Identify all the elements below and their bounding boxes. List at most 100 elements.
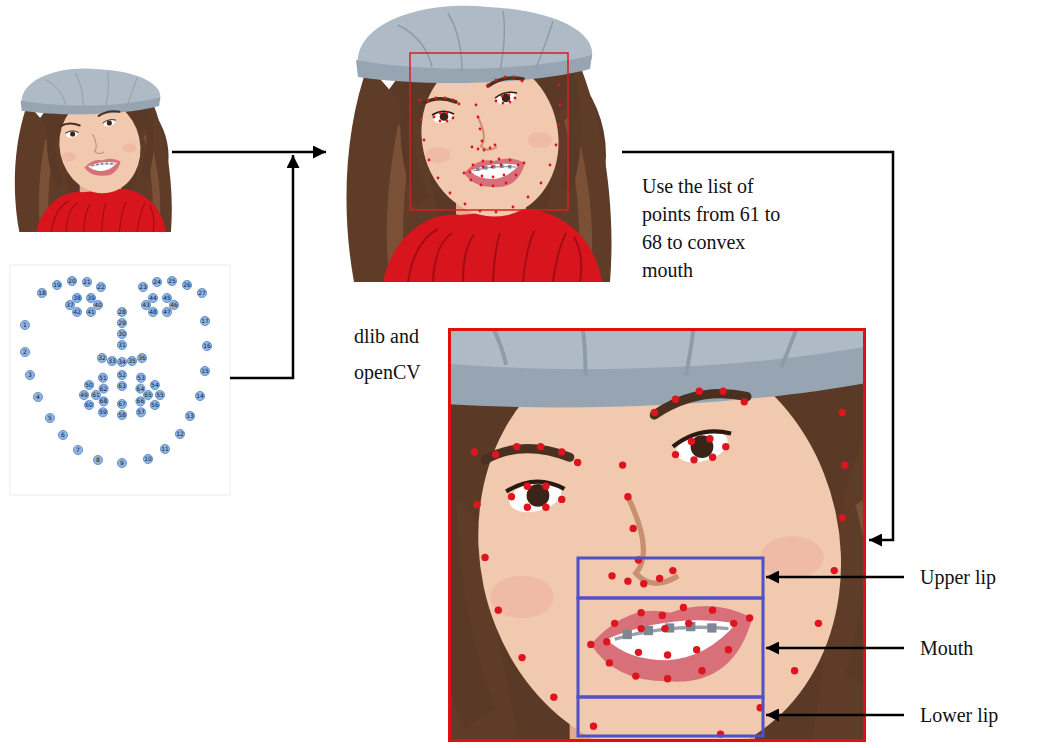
landmark-dot — [73, 445, 82, 454]
landmark-number: 40 — [94, 302, 102, 308]
landmark-dot — [97, 353, 106, 362]
landmark-number: 14 — [196, 393, 204, 399]
landmark-dot — [117, 399, 126, 408]
landmark-dot — [91, 390, 100, 399]
landmark-number: 43 — [142, 302, 150, 308]
landmark-number: 61 — [92, 392, 100, 398]
method-note: dlib and openCV — [354, 318, 454, 390]
landmark-number: 31 — [118, 342, 126, 348]
landmark-number: 56 — [151, 402, 159, 408]
landmark-number: 41 — [87, 309, 95, 315]
region-label: Upper lip — [920, 565, 996, 589]
landmark-dot — [86, 307, 95, 316]
landmark-number: 33 — [108, 358, 116, 364]
landmark-number: 3 — [28, 372, 32, 378]
landmark-number: 1 — [23, 322, 27, 328]
landmark-dot — [148, 307, 157, 316]
landmark-number: 44 — [149, 295, 157, 301]
landmark-dot — [150, 380, 159, 389]
landmark-dot — [185, 411, 194, 420]
landmark-dot — [136, 373, 145, 382]
landmark-number: 16 — [203, 343, 211, 349]
leader-arrow — [766, 714, 904, 717]
landmark-dot — [136, 408, 145, 417]
landmark-dot — [117, 381, 126, 390]
landmark-number: 64 — [137, 386, 145, 392]
landmark-dot — [58, 430, 67, 439]
landmark-dot — [143, 390, 152, 399]
landmark-dot — [137, 353, 146, 362]
landmark-dot — [155, 390, 164, 399]
landmark-number: 54 — [151, 382, 159, 388]
landmark-number: 7 — [76, 447, 80, 453]
landmark-number: 53 — [137, 375, 145, 381]
landmark-dot — [72, 307, 81, 316]
landmark-number: 67 — [118, 401, 126, 407]
landmark-dot — [150, 400, 159, 409]
step-note: Use the list of points from 61 to 68 to … — [642, 172, 792, 284]
landmark-dot — [175, 429, 184, 438]
landmark-number: 28 — [118, 309, 126, 315]
landmark-dot — [138, 282, 147, 291]
landmark-number: 21 — [83, 279, 91, 285]
landmark-dot — [117, 329, 126, 338]
landmark-number: 6 — [61, 432, 65, 438]
landmark-number: 13 — [186, 413, 194, 419]
landmark-dot — [200, 316, 209, 325]
landmark-number: 52 — [118, 372, 126, 378]
landmark-number: 8 — [96, 457, 100, 463]
leader-arrow — [766, 576, 904, 579]
landmark-number: 37 — [66, 302, 74, 308]
landmark-dot — [152, 277, 161, 286]
region-label: Mouth — [920, 636, 973, 660]
landmark-number: 39 — [87, 295, 95, 301]
landmark-dot — [98, 373, 107, 382]
landmark-number: 49 — [80, 392, 88, 398]
landmark-dot — [160, 444, 169, 453]
landmark-dot — [107, 356, 116, 365]
landmark-map — [10, 265, 230, 495]
landmark-dot — [117, 458, 126, 467]
landmark-number: 22 — [97, 284, 105, 290]
landmark-dot — [85, 400, 94, 409]
face-box — [410, 53, 568, 210]
landmark-dot — [33, 392, 42, 401]
landmark-dot — [99, 384, 108, 393]
landmark-number: 65 — [144, 392, 152, 398]
landmark-number: 25 — [168, 278, 176, 284]
landmark-dot — [37, 288, 46, 297]
upper-lip-box — [578, 558, 763, 598]
landmark-number: 30 — [118, 331, 126, 337]
landmark-number: 58 — [118, 412, 126, 418]
landmark-dot — [202, 341, 211, 350]
region-label: Lower lip — [920, 703, 998, 727]
landmark-dot — [127, 356, 136, 365]
landmark-number: 35 — [128, 358, 136, 364]
landmark-number: 12 — [176, 431, 184, 437]
landmark-dot — [79, 390, 88, 399]
landmark-dot — [82, 277, 91, 286]
landmark-number: 51 — [99, 375, 107, 381]
landmark-number: 45 — [163, 295, 171, 301]
landmark-number: 4 — [36, 394, 40, 400]
landmark-dot — [136, 397, 145, 406]
landmark-dot — [197, 288, 206, 297]
landmark-number: 32 — [98, 355, 106, 361]
landmark-number: 27 — [198, 290, 206, 296]
landmark-number: 5 — [48, 415, 52, 421]
landmark-number: 18 — [38, 290, 46, 296]
landmark-dot — [117, 410, 126, 419]
landmark-number: 66 — [137, 398, 145, 404]
landmark-dot — [117, 307, 126, 316]
landmark-number: 19 — [53, 282, 61, 288]
landmark-number: 55 — [156, 392, 164, 398]
landmark-dot — [200, 366, 209, 375]
landmark-dot — [136, 384, 145, 393]
landmark-number: 57 — [137, 409, 145, 415]
leader-arrow — [766, 647, 904, 650]
landmark-number: 48 — [149, 309, 157, 315]
landmark-dot — [93, 455, 102, 464]
landmark-number: 36 — [138, 355, 146, 361]
